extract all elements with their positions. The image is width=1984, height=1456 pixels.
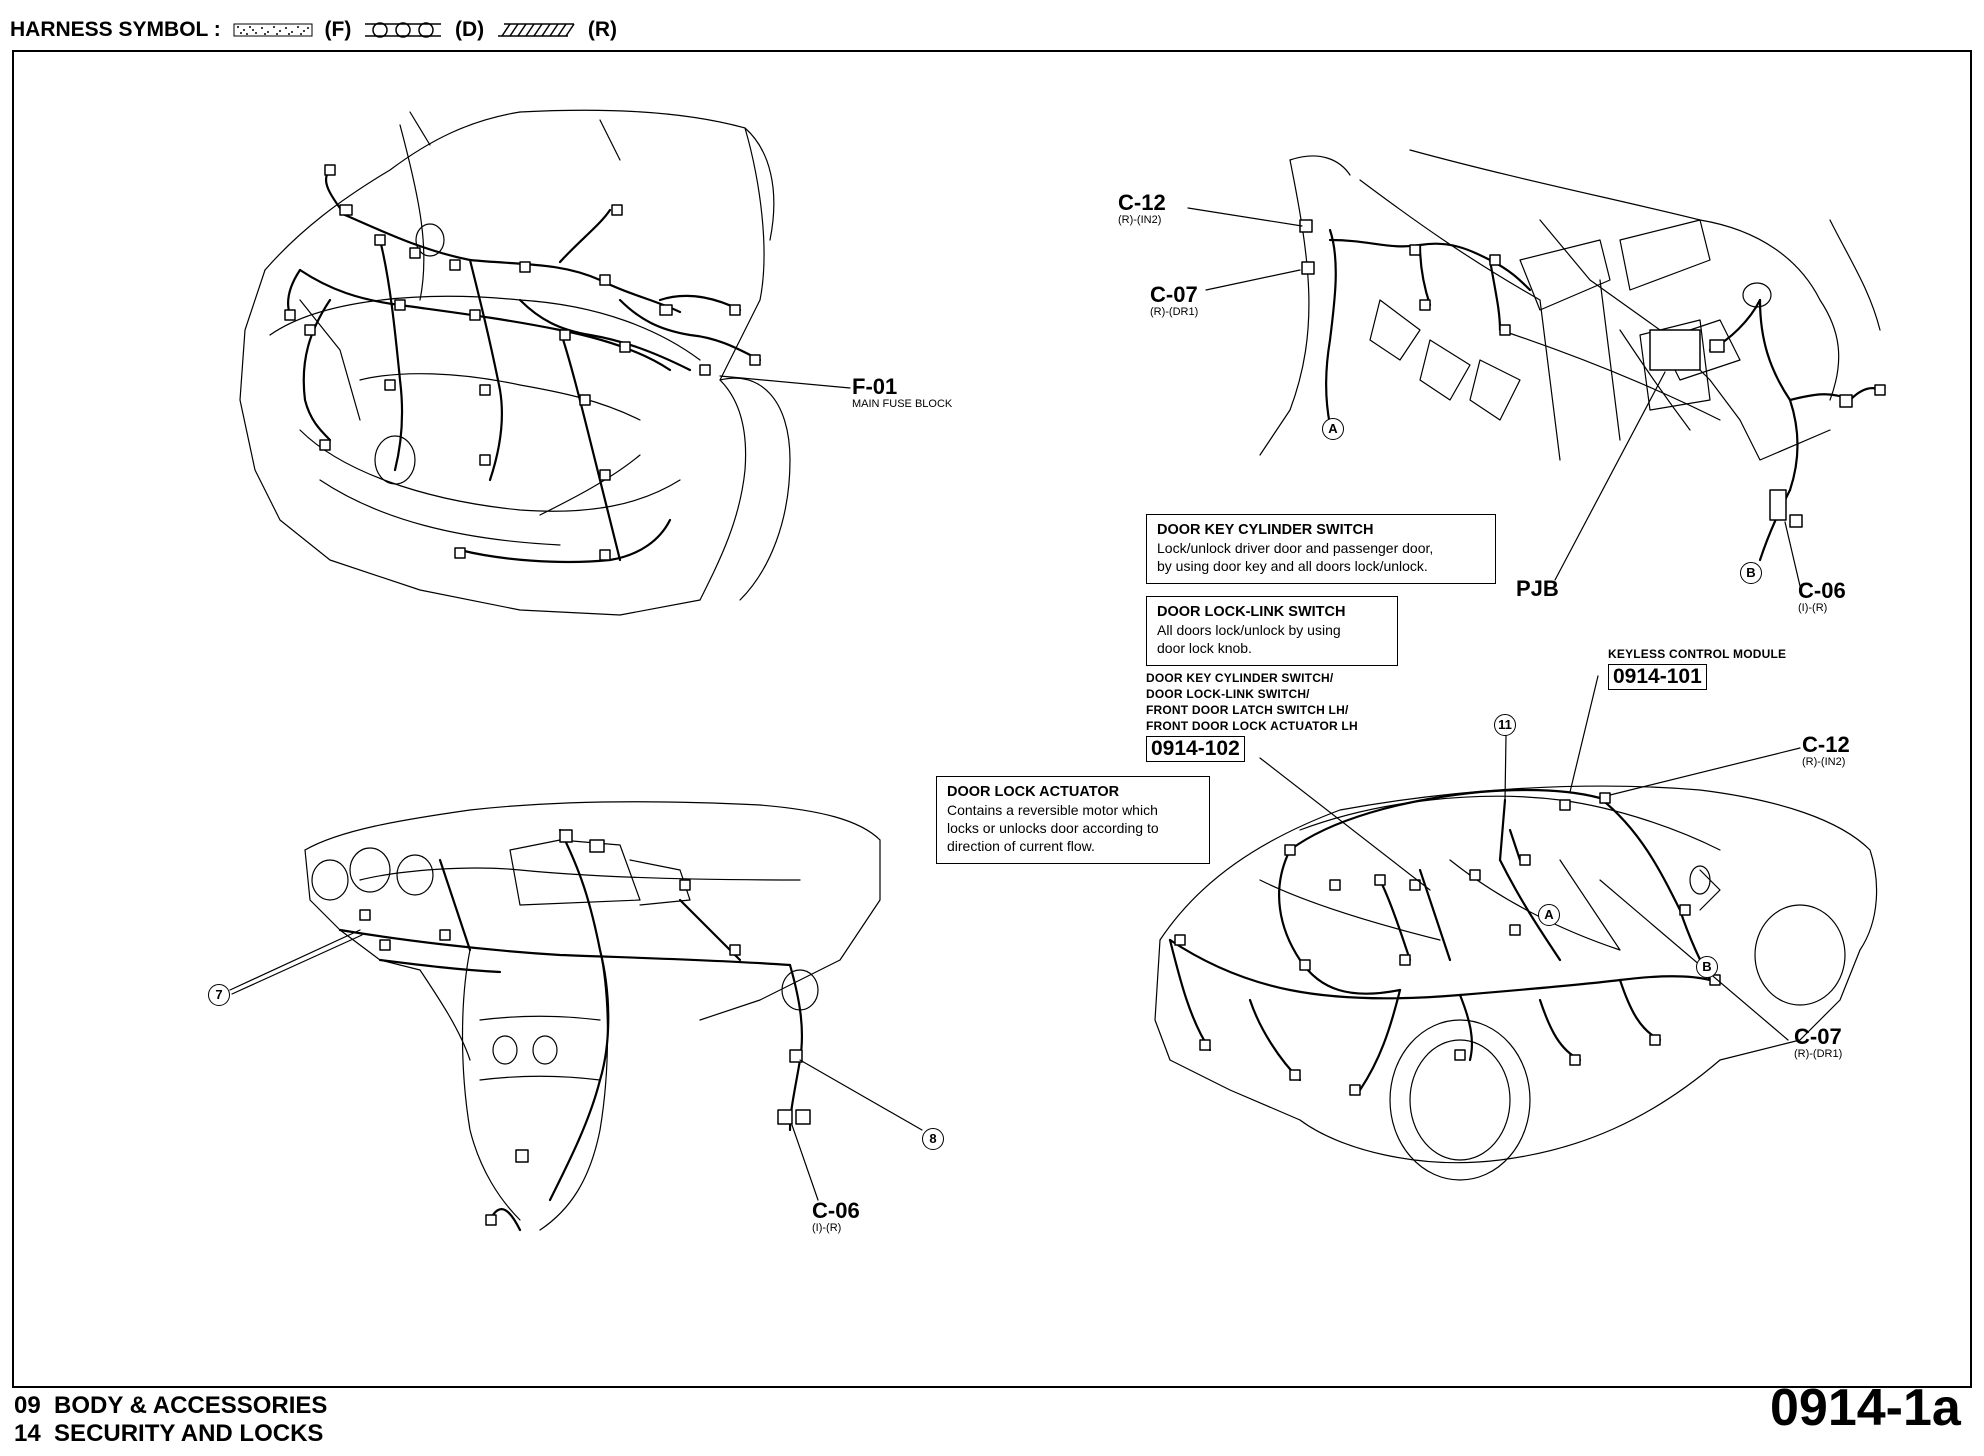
connector-c07-top: C-07 (R)-(DR1) [1150, 284, 1198, 319]
footwell-harness [1325, 228, 1882, 562]
engine-connectors [284, 164, 761, 561]
connector-f01: F-01 MAIN FUSE BLOCK [852, 376, 952, 411]
ref-item: DOOR KEY CYLINDER SWITCH/ [1146, 671, 1334, 685]
door-key-cylinder-switch-box: DOOR KEY CYLINDER SWITCH Lock/unlock dri… [1146, 514, 1496, 584]
connector-c06-top-sub: (I)-(R) [1798, 602, 1828, 614]
reference-code-0914-102[interactable]: 0914-102 [1146, 736, 1245, 762]
connector-pjb: PJB [1516, 578, 1559, 600]
connector-c06-top-id: C-06 [1798, 578, 1846, 603]
door-lock-actuator-box: DOOR LOCK ACTUATOR Contains a reversible… [936, 776, 1210, 864]
grommet [1742, 282, 1772, 308]
connector-c12-top: C-12 (R)-(IN2) [1118, 192, 1166, 227]
connector-c07-car-id: C-07 [1794, 1024, 1842, 1049]
box-title: DOOR LOCK ACTUATOR [947, 784, 1120, 800]
vehicle-body-illustration [1154, 785, 1878, 1181]
connector-c07-car: C-07 (R)-(DR1) [1794, 1026, 1842, 1061]
ref-item: FRONT DOOR LATCH SWITCH LH/ [1146, 703, 1349, 717]
box-line: direction of current flow. [947, 838, 1095, 854]
footer-line-1: 09 BODY & ACCESSORIES [14, 1392, 327, 1420]
f01-leader-line [719, 375, 851, 389]
connector-c07-top-id: C-07 [1150, 282, 1198, 307]
ref-item: DOOR LOCK-LINK SWITCH/ [1146, 687, 1310, 701]
connector-c06-dash-id: C-06 [812, 1198, 860, 1223]
marker-a-car: A [1538, 904, 1560, 926]
connector-f01-desc: MAIN FUSE BLOCK [852, 398, 953, 410]
footwell-connectors [1299, 219, 1886, 528]
engine-bay-illustration [239, 109, 791, 616]
connector-pjb-id: PJB [1516, 576, 1559, 601]
legend-label: HARNESS SYMBOL : [10, 18, 221, 42]
section-footer: 09 BODY & ACCESSORIES 14 SECURITY AND LO… [14, 1392, 327, 1448]
box-line: locks or unlocks door according to [947, 820, 1159, 836]
footer-line-2: 14 SECURITY AND LOCKS [14, 1420, 327, 1448]
dashboard-leader-lines [229, 929, 923, 1201]
box-line: Contains a reversible motor which [947, 802, 1158, 818]
page-code: 0914-1a [1770, 1379, 1961, 1437]
footwell-leader-lines [1187, 207, 1801, 587]
dashboard-connectors [359, 829, 811, 1226]
box-line: Lock/unlock driver door and passenger do… [1157, 540, 1434, 556]
footwell-illustration [1259, 149, 1881, 461]
box-line: by using door key and all doors lock/unl… [1157, 558, 1428, 574]
legend-code-d: (D) [455, 18, 485, 42]
marker-a-top: A [1322, 418, 1344, 440]
marker-7: 7 [208, 984, 230, 1006]
footer-section-number: 09 [14, 1392, 41, 1419]
engine-harness [286, 168, 762, 564]
dotted-harness-symbol-icon [233, 23, 313, 37]
connector-c12-car-id: C-12 [1802, 732, 1850, 757]
circles-harness-symbol-icon [365, 22, 442, 39]
connector-c06-top: C-06 (I)-(R) [1798, 580, 1846, 615]
connector-c12-car: C-12 (R)-(IN2) [1802, 734, 1850, 769]
box-title: DOOR LOCK-LINK SWITCH [1157, 604, 1346, 620]
ref-item: FRONT DOOR LOCK ACTUATOR LH [1146, 719, 1358, 733]
hatched-harness-symbol-icon [498, 23, 575, 38]
vehicle-leader-lines [1259, 675, 1801, 1041]
vehicle-connectors [1174, 792, 1721, 1096]
reference-code-0914-101[interactable]: 0914-101 [1608, 664, 1707, 690]
connector-c07-car-sub: (R)-(DR1) [1794, 1048, 1843, 1060]
legend-code-f: (F) [324, 18, 352, 42]
footer-subsection-number: 14 [14, 1420, 41, 1447]
marker-b-top: B [1740, 562, 1762, 584]
box-title: DOOR KEY CYLINDER SWITCH [1157, 522, 1374, 538]
connector-c07-top-sub: (R)-(DR1) [1150, 306, 1199, 318]
harness-symbol-legend: HARNESS SYMBOL : (F) (D) (R) [10, 18, 617, 42]
marker-11: 11 [1494, 714, 1516, 736]
footer-section-title: BODY & ACCESSORIES [54, 1392, 328, 1419]
marker-8: 8 [922, 1128, 944, 1150]
box-line: All doors lock/unlock by using [1157, 622, 1341, 638]
connector-c12-top-id: C-12 [1118, 190, 1166, 215]
connector-c12-car-sub: (R)-(IN2) [1802, 756, 1846, 768]
connector-f01-id: F-01 [852, 374, 898, 399]
footer-subsection-title: SECURITY AND LOCKS [54, 1420, 324, 1447]
connector-c06-dash-sub: (I)-(R) [812, 1222, 842, 1234]
keyless-control-module-label: KEYLESS CONTROL MODULE [1608, 647, 1787, 661]
dashboard-illustration [304, 801, 881, 1231]
connector-c12-top-sub: (R)-(IN2) [1118, 214, 1162, 226]
left-reference-list: DOOR KEY CYLINDER SWITCH/ DOOR LOCK-LINK… [1146, 670, 1358, 734]
dashboard-harness [338, 828, 804, 1232]
door-lock-link-switch-box: DOOR LOCK-LINK SWITCH All doors lock/unl… [1146, 596, 1398, 666]
connector-c06-dash: C-06 (I)-(R) [812, 1200, 860, 1235]
box-line: door lock knob. [1157, 640, 1252, 656]
diagram-frame [12, 50, 1972, 1388]
marker-b-car: B [1696, 956, 1718, 978]
legend-code-r: (R) [587, 18, 618, 42]
